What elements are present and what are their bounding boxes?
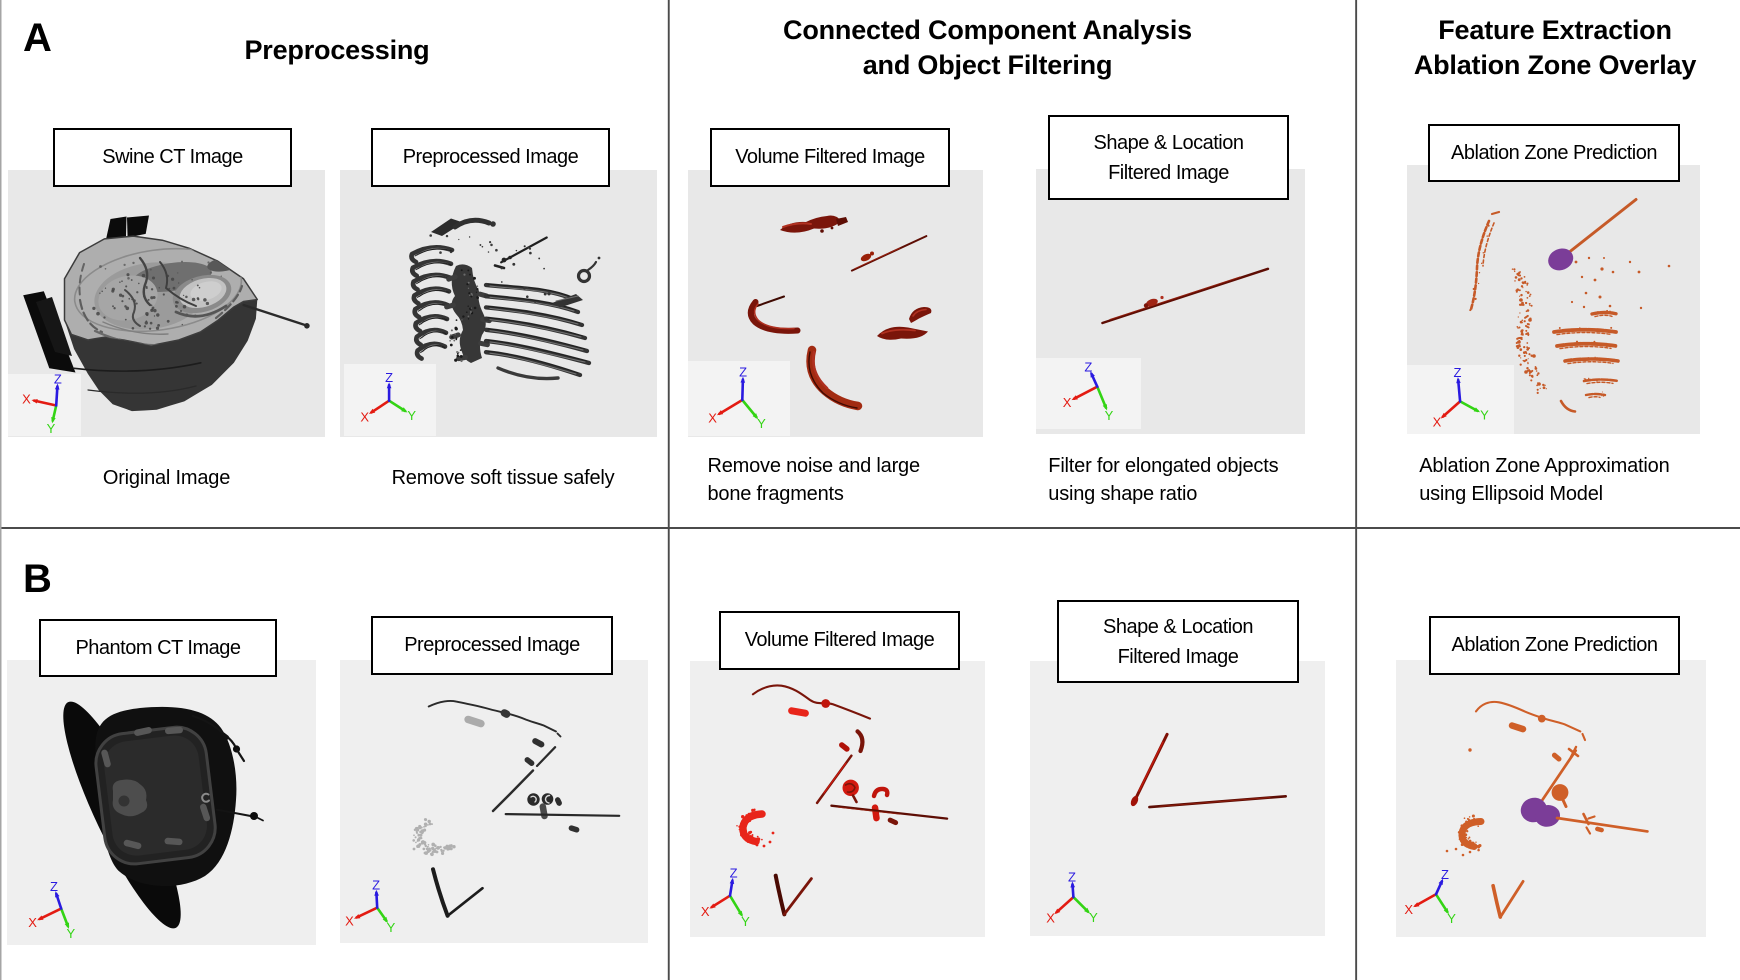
svg-text:Z: Z bbox=[1454, 365, 1462, 380]
svg-text:Z: Z bbox=[50, 879, 58, 894]
svg-text:X: X bbox=[1063, 395, 1072, 410]
svg-text:Z: Z bbox=[739, 365, 747, 380]
svg-text:Y: Y bbox=[1089, 910, 1098, 925]
svg-text:Y: Y bbox=[1480, 407, 1489, 422]
svg-text:Z: Z bbox=[730, 866, 738, 881]
svg-text:X: X bbox=[1404, 902, 1413, 917]
svg-text:Y: Y bbox=[1105, 408, 1114, 423]
svg-text:Z: Z bbox=[385, 370, 393, 385]
svg-text:Y: Y bbox=[47, 421, 56, 436]
svg-text:Y: Y bbox=[741, 914, 750, 929]
svg-text:X: X bbox=[1433, 415, 1442, 430]
svg-text:Y: Y bbox=[407, 408, 416, 423]
svg-text:X: X bbox=[708, 410, 717, 425]
svg-text:X: X bbox=[28, 915, 37, 930]
svg-text:Z: Z bbox=[1084, 360, 1092, 375]
svg-text:Y: Y bbox=[66, 926, 75, 941]
svg-text:X: X bbox=[701, 904, 710, 919]
svg-text:Y: Y bbox=[387, 920, 396, 935]
svg-text:Z: Z bbox=[1441, 867, 1449, 882]
svg-text:Z: Z bbox=[1068, 869, 1076, 884]
svg-text:X: X bbox=[360, 409, 369, 424]
svg-text:X: X bbox=[345, 914, 354, 929]
svg-text:Y: Y bbox=[1447, 911, 1456, 926]
svg-text:Y: Y bbox=[757, 416, 766, 431]
svg-text:X: X bbox=[22, 392, 31, 407]
svg-text:Z: Z bbox=[54, 371, 62, 386]
svg-text:X: X bbox=[1046, 910, 1055, 925]
svg-text:Z: Z bbox=[372, 878, 380, 893]
